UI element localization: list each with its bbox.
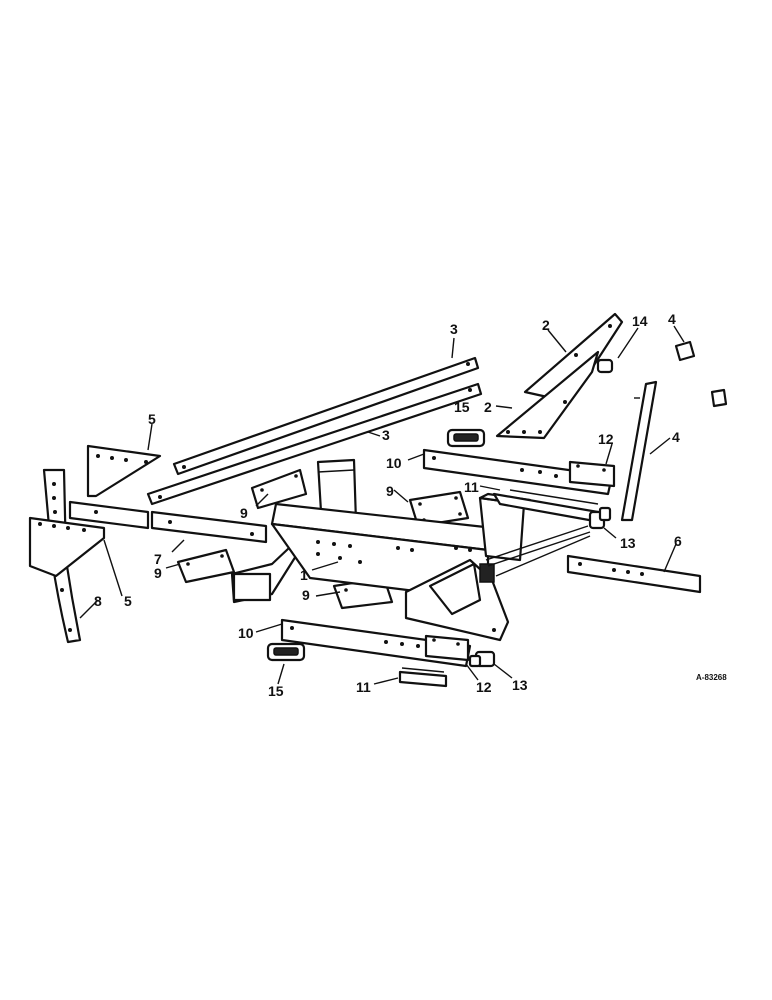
- bushing: [596, 358, 614, 374]
- frame-tie-rods: [485, 525, 591, 577]
- pad-a: [250, 468, 308, 510]
- gusset-upper-b: [495, 350, 600, 440]
- brace-bar-upper: [172, 356, 480, 476]
- pin-lower: [468, 650, 496, 668]
- callout-arm-lower: 10: [238, 625, 254, 641]
- callout-standard-left: 8: [94, 593, 102, 609]
- callout-brace-bar-a: 3: [450, 321, 458, 337]
- callout-bar-left: 7: [154, 551, 162, 567]
- callout-frame-center: 1: [300, 567, 308, 583]
- callout-arm-upper: 10: [386, 455, 402, 471]
- callout-bracket-upper: 12: [598, 431, 614, 447]
- callout-pad-b: 9: [386, 483, 394, 499]
- callout-pin-lower: 13: [512, 677, 528, 693]
- strut-right: [620, 380, 658, 522]
- callout-link-lower: 15: [268, 683, 284, 699]
- callout-strap-upper: 11: [464, 479, 479, 495]
- callout-bracket-lower: 12: [476, 679, 492, 695]
- callout-bushing: 14: [632, 313, 648, 329]
- pin-upper: [588, 506, 612, 530]
- callout-bar-right: 6: [674, 533, 682, 549]
- callout-gusset-upper-a: 2: [542, 317, 550, 333]
- callout-plate-left-top: 5: [148, 411, 156, 427]
- callout-clip-right: 4: [668, 311, 676, 327]
- bar-right: [566, 554, 702, 594]
- link-lower: [266, 642, 306, 662]
- drawing-code: A-83268: [696, 673, 727, 682]
- callout-pad-d: 9: [302, 587, 310, 603]
- arm-upper: [422, 448, 614, 496]
- callout-link-upper: 15: [454, 399, 470, 415]
- brace-bar-lower: [146, 382, 483, 506]
- plate-left-top: [86, 444, 162, 498]
- callout-pin-upper: 13: [620, 535, 636, 551]
- pad-c: [176, 548, 236, 584]
- clip: [674, 340, 728, 408]
- callout-labels: 3 3 2 2 14 4 4 5 15 12 10 11 9 9 13 6 7 …: [94, 311, 727, 699]
- strap-lower: [398, 667, 448, 688]
- frame-tube-front: [428, 562, 495, 616]
- callout-pad-c: 9: [154, 565, 162, 581]
- bar-left: [68, 500, 268, 544]
- callout-strut-right: 4: [672, 429, 680, 445]
- callout-brace-bar-b: 3: [382, 427, 390, 443]
- leader-lines: [79, 325, 685, 685]
- callout-pad-a: 9: [240, 505, 248, 521]
- callout-plate-left-bottom: 5: [124, 593, 132, 609]
- callout-gusset-upper-b: 2: [484, 399, 492, 415]
- bracket-upper: [568, 460, 616, 488]
- link-upper: [446, 428, 486, 448]
- callout-strap-lower: 11: [356, 679, 371, 695]
- frame-tube-left: [230, 530, 308, 604]
- bracket-lower: [424, 634, 470, 662]
- plate-left-bottom: [28, 516, 106, 578]
